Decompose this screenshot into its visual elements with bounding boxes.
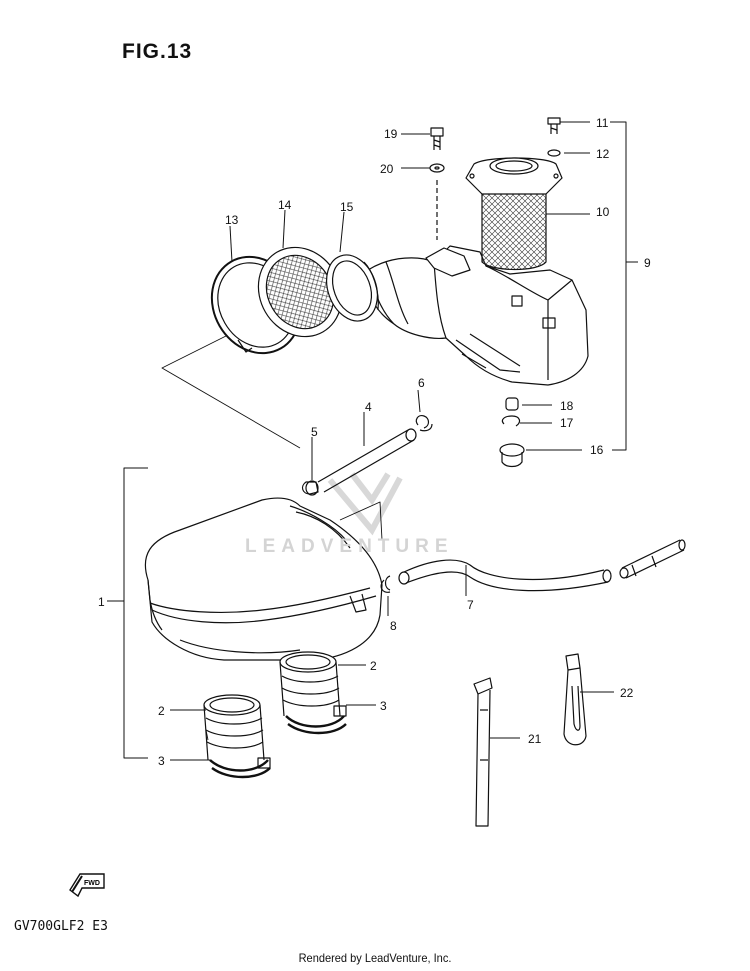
callout-15: 15 <box>340 200 354 214</box>
fwd-label: FWD <box>84 880 100 887</box>
callout-20: 20 <box>380 162 394 176</box>
callout-7: 7 <box>467 598 474 612</box>
callout-19: 19 <box>384 127 398 141</box>
callout-17: 17 <box>560 416 574 430</box>
callout-22: 22 <box>620 686 634 700</box>
assembly-lines <box>161 335 383 741</box>
callout-10: 10 <box>596 205 610 219</box>
bracket-group-1 <box>107 467 148 759</box>
watermark-logo <box>327 472 403 536</box>
intake-funnel <box>210 246 379 355</box>
callout-9: 9 <box>644 256 651 270</box>
callout-3: 3 <box>380 699 387 713</box>
air-duct-housing <box>367 245 589 386</box>
hardware-bits <box>429 117 561 468</box>
figure-title: FIG.13 <box>122 40 193 63</box>
retaining-straps <box>473 653 587 827</box>
callout-21: 21 <box>528 732 542 746</box>
fwd-arrow-icon: FWD <box>69 873 105 898</box>
callout-14: 14 <box>278 198 292 212</box>
callout-13: 13 <box>225 213 239 227</box>
callout-12: 12 <box>596 147 610 161</box>
callout-5: 5 <box>311 425 318 439</box>
callout-11: 11 <box>596 116 609 130</box>
bracket-group-9 <box>610 121 638 451</box>
watermark-text: LEADVENTURE <box>245 536 454 557</box>
intake-tube-left <box>203 694 271 779</box>
drain-hose <box>380 539 686 593</box>
callout-2: 2 <box>370 659 377 673</box>
air-cleaner-case <box>144 497 383 661</box>
callout-2: 2 <box>158 704 165 718</box>
callout-6: 6 <box>418 376 425 390</box>
intake-tube-right <box>279 651 347 735</box>
leader-lines <box>170 121 614 761</box>
filter-element <box>465 157 563 271</box>
callout-18: 18 <box>560 399 574 413</box>
footer-credit: Rendered by LeadVenture, Inc. <box>298 951 452 965</box>
callout-4: 4 <box>365 400 372 414</box>
breather-hose <box>301 415 433 496</box>
callout-3: 3 <box>158 754 165 768</box>
callout-1: 1 <box>98 595 105 609</box>
callout-16: 16 <box>590 443 604 457</box>
model-code: GV700GLF2 E3 <box>14 919 108 934</box>
callout-8: 8 <box>390 619 397 633</box>
